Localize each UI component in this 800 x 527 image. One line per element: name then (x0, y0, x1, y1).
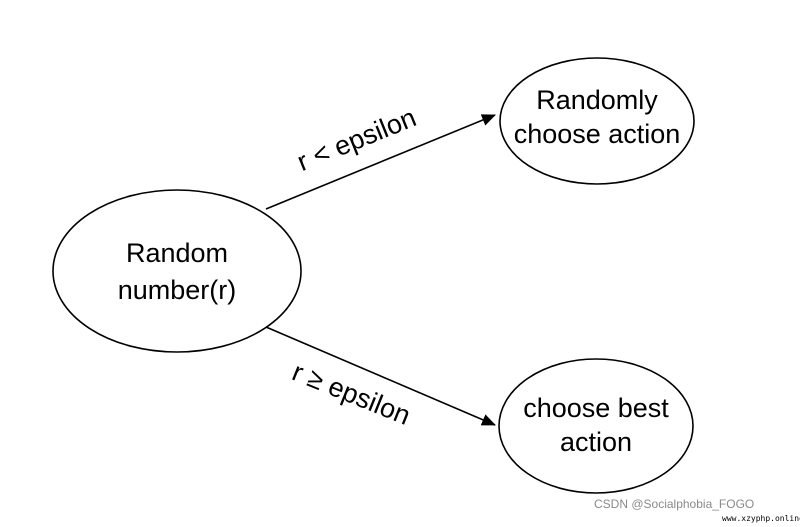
node-random-number-line2: number(r) (118, 275, 237, 305)
node-random-number-line1: Random (126, 238, 228, 268)
csdn-watermark: CSDN @Socialphobia_FOGO (594, 497, 755, 511)
node-choose-best-action: choose best action (498, 358, 694, 494)
node-random-number: Random number(r) (52, 189, 302, 353)
node-choose-best-line1: choose best (523, 393, 669, 423)
node-randomly-choose-line1: Randomly (536, 85, 658, 115)
node-choose-best-line2: action (560, 427, 632, 457)
edge-explore-arrow (265, 114, 496, 210)
site-watermark: www.xzyphp.online (722, 514, 800, 523)
edge-explore-label: r < epsilon (293, 102, 420, 177)
node-randomly-choose-action: Randomly choose action (499, 57, 695, 185)
edge-exploit-arrow (265, 326, 496, 426)
node-randomly-choose-line2: choose action (514, 119, 681, 149)
edge-exploit-label: r ≥ epsilon (288, 356, 415, 430)
